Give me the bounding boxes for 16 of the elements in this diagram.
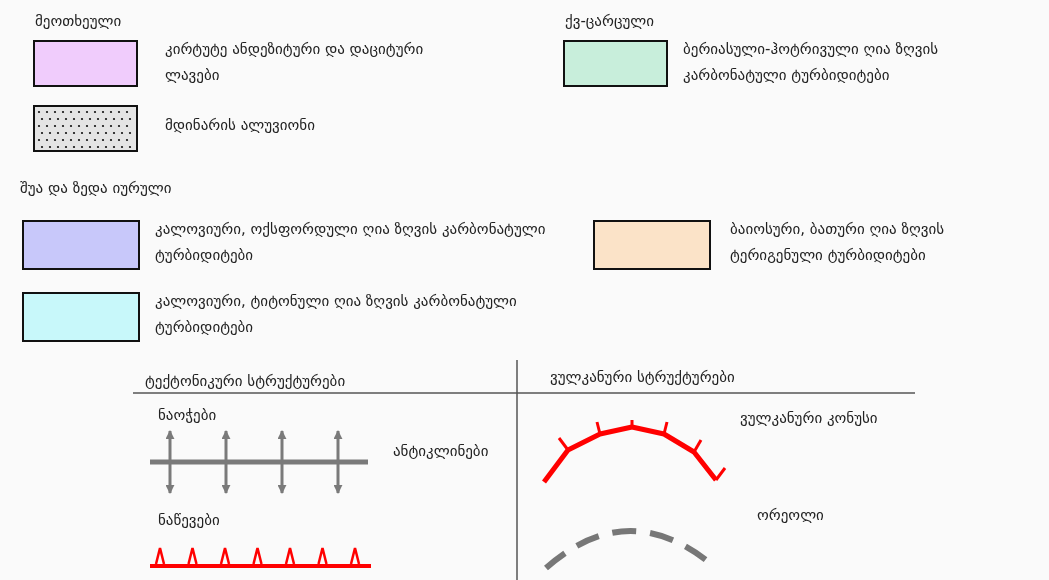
legend-text: ნაწევები: [158, 510, 221, 531]
legend-text: ვულკანური კონუსი: [740, 408, 879, 429]
legend-text: კირტუტე ანდეზიტური და დაციტური ლავები: [165, 39, 425, 86]
period-heading: შუა და ზედა იურული: [20, 178, 172, 199]
legend-text: მდინარის ალუვიონი: [165, 115, 316, 136]
legend-text: ბაიოსური, ბათური ღია ზღვის ტერიგენული ტურბიდიტები: [730, 219, 946, 266]
group-heading: ნაოჭები: [158, 405, 217, 426]
period-heading: მეოთხეული: [35, 11, 122, 32]
period-heading: ქვ-ცარცული: [565, 11, 655, 32]
section-heading: ვულკანური სტრუქტურები: [550, 367, 735, 388]
legend-text: ბერიასული-ჰოტრივული ღია ზღვის კარბონატული ტურბიდიტები: [683, 39, 939, 86]
legend-text: ორეოლი: [757, 505, 825, 526]
legend-text: კალოვიური, ტიტონული ღია ზღვის კარბონატული ტურბიდიტები: [155, 291, 518, 338]
section-heading: ტექტონიკური სტრუქტურები: [145, 371, 346, 392]
legend-text: კალოვიური, ოქსფორდული ღია ზღვის კარბონატული ტურბიდიტები: [155, 219, 547, 266]
legend-text: ანტიკლინები: [393, 441, 490, 462]
